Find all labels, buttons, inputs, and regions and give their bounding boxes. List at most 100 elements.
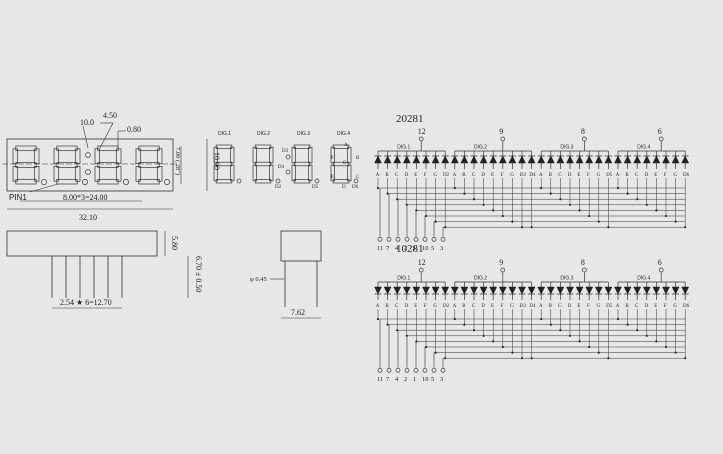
front-dp-2 bbox=[82, 179, 88, 185]
led-diode bbox=[585, 155, 594, 164]
seg-label-a: A bbox=[344, 143, 348, 148]
pin-detail bbox=[270, 230, 322, 319]
segment-label: B bbox=[625, 173, 629, 178]
seg-label-d3: D3 bbox=[282, 149, 289, 154]
pinout-digit-3-segment bbox=[291, 164, 296, 182]
led-diode bbox=[441, 286, 450, 295]
segment-label: C bbox=[558, 304, 562, 309]
bottom-pin-terminal bbox=[386, 367, 392, 373]
pinout-digit-3-segment bbox=[308, 164, 313, 182]
junction-dot bbox=[386, 192, 389, 195]
seg-label-c: C bbox=[356, 175, 360, 180]
led-diode bbox=[450, 155, 459, 164]
pitch-leader bbox=[82, 125, 89, 149]
side-body-outline bbox=[6, 230, 158, 257]
pinout-digit-2-segment bbox=[252, 146, 257, 164]
bottom-pin-label: 11 bbox=[377, 376, 383, 383]
bottom-pin-terminal bbox=[395, 367, 401, 373]
led-diode bbox=[566, 155, 574, 164]
digit-label-2: DIG.2 bbox=[257, 131, 270, 137]
bottom-pin-label: 5 bbox=[431, 376, 434, 383]
pinout-digit-4-segment bbox=[330, 164, 335, 182]
digit-group-label: DIG.4 bbox=[637, 276, 650, 282]
segment-label: D bbox=[405, 173, 409, 178]
pin-detail-body bbox=[280, 230, 322, 262]
pinout-digits bbox=[213, 144, 359, 184]
junction-dot bbox=[386, 323, 389, 326]
segment-label: E bbox=[491, 173, 494, 178]
bottom-pin-label: 1 bbox=[413, 376, 416, 383]
front-colon-upper bbox=[85, 152, 91, 158]
digit-pinout-diagram: DIG.1 DIG.2 DIG.3 DIG.4 D3 D4 D2 D5 D6 F… bbox=[213, 131, 360, 190]
front-digit-2-segment bbox=[53, 166, 60, 182]
bottom-pin-label: 10 bbox=[422, 245, 429, 252]
segment-label: D bbox=[568, 173, 572, 178]
common-pin-terminal bbox=[582, 136, 587, 142]
led-diode bbox=[604, 155, 613, 164]
digit-group-label: DIG.4 bbox=[637, 145, 650, 151]
segment-label: E bbox=[654, 304, 657, 309]
seg-label-d5: D5 bbox=[312, 185, 319, 190]
led-diode bbox=[537, 155, 546, 164]
bottom-pin-terminal bbox=[422, 367, 428, 373]
led-diode bbox=[470, 155, 478, 164]
display-body-outline bbox=[6, 138, 174, 192]
bottom-pin-terminal bbox=[413, 367, 419, 373]
front-digit-2-segment bbox=[56, 145, 78, 152]
pinout-digit-1-segment bbox=[213, 146, 218, 164]
bottom-pin-terminal bbox=[440, 236, 446, 242]
pinout-digit-1-segment bbox=[215, 179, 233, 184]
bottom-pin-terminal bbox=[431, 367, 437, 373]
front-digit-2-segment bbox=[53, 148, 60, 164]
seg-label-d6: D6 bbox=[352, 185, 359, 190]
front-digit-4 bbox=[135, 145, 163, 185]
segment-label: C bbox=[472, 173, 476, 178]
led-diode bbox=[594, 155, 603, 164]
led-diode bbox=[383, 155, 392, 164]
bottom-pin-terminal bbox=[413, 236, 419, 242]
pinout-digit-2-segment bbox=[254, 161, 272, 167]
pinout-dp-3 bbox=[314, 178, 320, 184]
segment-label: E bbox=[577, 304, 580, 309]
junction-dot bbox=[684, 357, 687, 360]
segment-label: D bbox=[645, 304, 649, 309]
led-diode bbox=[633, 155, 642, 164]
segment-label: G bbox=[597, 173, 601, 178]
led-diode bbox=[623, 286, 632, 295]
segment-label: C bbox=[395, 173, 399, 178]
segment-label: B bbox=[462, 173, 466, 178]
digit-group-label: DIG.3 bbox=[560, 276, 573, 282]
front-digit-1-segment bbox=[12, 148, 19, 164]
led-diode bbox=[508, 155, 517, 164]
led-diode bbox=[642, 155, 651, 164]
side-body-dim-label: 5.80 bbox=[170, 236, 179, 250]
common-pin-label: 12 bbox=[418, 258, 426, 267]
pin1-leader bbox=[29, 183, 59, 193]
led-diode bbox=[489, 155, 498, 164]
bottom-pin-label: 1 bbox=[413, 245, 416, 252]
common-pin-terminal bbox=[582, 267, 587, 273]
led-diode bbox=[383, 286, 392, 295]
segment-label: D2 bbox=[443, 304, 450, 309]
dim-span-label: 8.00*3=24.00 bbox=[63, 193, 108, 202]
front-digit-3-segment bbox=[94, 166, 101, 182]
led-diode bbox=[479, 286, 488, 295]
pinout-colon-upper bbox=[285, 154, 291, 160]
pin-detail-dia-label: φ 0.45 bbox=[250, 276, 267, 283]
led-diode bbox=[527, 155, 536, 164]
segment-label: A bbox=[453, 304, 457, 309]
led-diode bbox=[594, 286, 603, 295]
segment-label: C bbox=[635, 173, 639, 178]
segment-label: E bbox=[654, 173, 657, 178]
led-diode bbox=[422, 155, 430, 164]
led-diode bbox=[575, 155, 584, 164]
bottom-pin-label: 4 bbox=[395, 376, 399, 383]
led-diode bbox=[671, 286, 680, 295]
segment-label: D5 bbox=[606, 173, 613, 178]
segment-label: B bbox=[385, 173, 389, 178]
pinout-digit-2-segment bbox=[254, 144, 272, 149]
led-diode bbox=[508, 286, 517, 295]
